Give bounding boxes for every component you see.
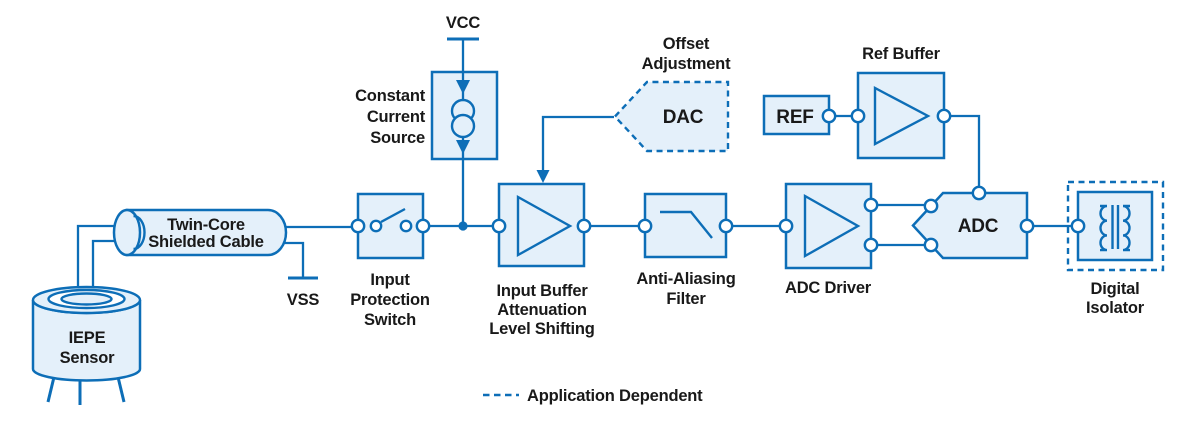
cable-label: Twin-Core (167, 216, 245, 234)
junction-dot-icon (458, 221, 468, 231)
sensor-leg-icon (116, 376, 126, 403)
filter-label: Anti-Aliasing (636, 270, 735, 288)
offset-adjustment-label: Adjustment (642, 55, 731, 73)
dac-arrowhead-icon (536, 170, 550, 183)
sensor-leg-icon (46, 376, 56, 403)
terminal-icon (936, 108, 952, 124)
cable-opening-icon (133, 214, 146, 251)
switch-contact-icon (399, 219, 413, 233)
ref-buffer-label: Ref Buffer (862, 45, 941, 63)
transformer-icon (1099, 204, 1131, 252)
current-arrow-icon (456, 140, 470, 154)
switch-label: Input (370, 271, 410, 289)
sensor-ring-inner-icon (60, 292, 113, 306)
legend-label: Application Dependent (527, 387, 703, 405)
iepe-sensor-label: Sensor (60, 349, 116, 367)
amplifier-icon (873, 86, 931, 146)
terminal-icon (923, 237, 939, 253)
terminal-icon (576, 218, 592, 234)
input-buffer-label: Level Shifting (489, 320, 594, 338)
input-buffer-label: Input Buffer (496, 282, 588, 300)
adc-driver-block: ADC Driver (778, 182, 879, 297)
adc-block: ADC (911, 185, 1035, 260)
terminal-icon (863, 197, 879, 213)
terminal-icon (1070, 218, 1086, 234)
terminal-icon (971, 185, 987, 201)
offset-adjustment-label: Offset (663, 35, 710, 53)
digital-isolator-block: Digital Isolator (1066, 180, 1165, 317)
vss-label: VSS (287, 291, 320, 309)
dac-label: DAC (663, 107, 704, 128)
iepe-sensor: IEPE Sensor (31, 285, 142, 405)
switch-contact-icon (369, 219, 383, 233)
amplifier-icon (803, 193, 861, 259)
current-source-label: Source (370, 129, 425, 147)
lowpass-filter-icon (660, 210, 713, 239)
ref-buffer-block: Ref Buffer (850, 45, 952, 160)
terminal-icon (1019, 218, 1035, 234)
iepe-sensor-label: IEPE (69, 329, 106, 347)
sensor-wire-2 (91, 239, 121, 298)
current-source-label: Current (367, 108, 426, 126)
terminal-icon (923, 198, 939, 214)
constant-current-source-block: Constant Current Source (355, 70, 499, 161)
legend: Application Dependent (483, 387, 703, 405)
input-buffer-block: Input Buffer Attenuation Level Shifting (489, 182, 595, 338)
current-source-label: Constant (355, 87, 426, 105)
switch-label: Switch (364, 311, 416, 329)
input-buffer-label: Attenuation (497, 301, 587, 319)
terminal-icon (637, 218, 653, 234)
refbuffer-to-adc-wire (950, 114, 981, 186)
ref-block: REF (762, 94, 837, 136)
terminal-icon (718, 218, 734, 234)
offset-adjustment-dac-block: DAC Offset Adjustment (613, 35, 731, 153)
amplifier-icon (516, 194, 573, 258)
ref-box (762, 94, 831, 136)
vcc-label: VCC (446, 14, 481, 32)
adc-driver-label: ADC Driver (785, 279, 872, 297)
terminal-icon (821, 108, 837, 124)
terminal-icon (415, 218, 431, 234)
cable-label: Shielded Cable (148, 233, 264, 251)
terminal-icon (491, 218, 507, 234)
cable-end-cap-icon (112, 208, 142, 257)
terminal-icon (350, 218, 366, 234)
ref-label: REF (776, 107, 813, 128)
cable-to-vss-wire (282, 241, 305, 277)
digital-isolator-label: Digital (1090, 280, 1139, 298)
input-protection-switch-block: Input Protection Switch (350, 192, 431, 329)
filter-label: Filter (666, 290, 706, 308)
digital-isolator-label: Isolator (1086, 299, 1145, 317)
adc-label: ADC (958, 216, 999, 237)
sensor-wire-1 (76, 224, 121, 296)
filter-box (643, 192, 728, 259)
anti-aliasing-filter-block: Anti-Aliasing Filter (636, 192, 736, 308)
cable-body (125, 208, 288, 257)
isolator-inner-box (1076, 190, 1154, 262)
twin-core-cable: Twin-Core Shielded Cable (112, 208, 288, 257)
isolator-dashed-box (1066, 180, 1165, 272)
dac-to-buffer-wire (541, 115, 614, 171)
terminal-icon (863, 237, 879, 253)
switch-label: Protection (350, 291, 430, 309)
current-arrow-icon (456, 80, 470, 94)
switch-box (356, 192, 425, 260)
current-source-icon (450, 113, 476, 139)
dac-shape (613, 80, 730, 153)
switch-lever-icon (380, 207, 406, 224)
terminal-icon (778, 218, 794, 234)
terminal-icon (850, 108, 866, 124)
